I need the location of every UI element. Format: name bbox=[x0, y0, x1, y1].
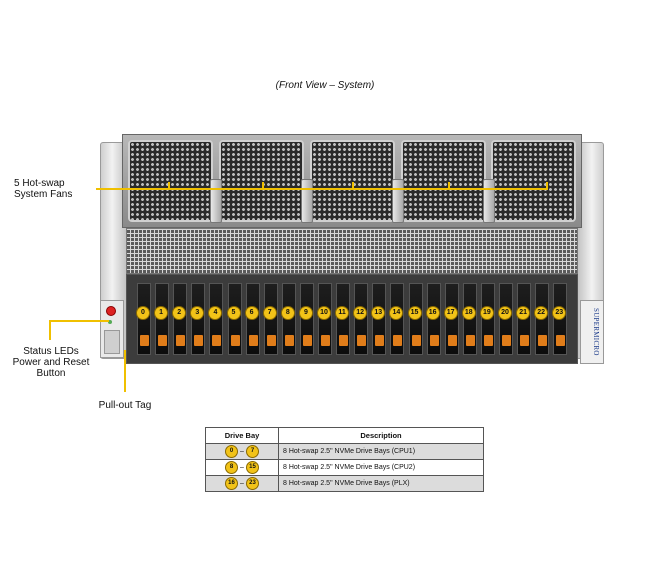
system-fan bbox=[491, 140, 576, 222]
drive-release-tab bbox=[212, 335, 222, 346]
drive-release-tab bbox=[158, 335, 168, 346]
table-header-row: Drive Bay Description bbox=[205, 427, 484, 444]
drive-release-tab bbox=[302, 335, 312, 346]
bay-badge: 23 bbox=[246, 477, 259, 490]
drive-bay-badge: 15 bbox=[407, 306, 422, 320]
drive-bay-badge: 12 bbox=[353, 306, 368, 320]
drive-bay-badge: 20 bbox=[498, 306, 512, 320]
header-description: Description bbox=[278, 427, 484, 444]
drive-release-tab bbox=[447, 335, 457, 346]
bay-description: 8 Hot-swap 2.5" NVMe Drive Bays (PLX) bbox=[278, 475, 484, 492]
drive-release-tab bbox=[393, 335, 403, 346]
bay-badge: 16 bbox=[225, 477, 238, 490]
drive-release-tab bbox=[230, 335, 240, 346]
bay-badge: 8 bbox=[225, 461, 238, 474]
drive-bay-badge: 19 bbox=[479, 306, 494, 320]
fans-callout-label: 5 Hot-swap System Fans bbox=[14, 178, 73, 200]
fan-release-handle bbox=[392, 179, 404, 223]
drive-bay-badge: 16 bbox=[425, 306, 440, 320]
pull-out-tag bbox=[104, 330, 120, 354]
power-button bbox=[106, 306, 116, 316]
figure-caption: (Front View – System) bbox=[275, 80, 375, 91]
drive-bay-badge: 6 bbox=[244, 306, 259, 320]
drive-release-tab bbox=[176, 335, 186, 346]
system-fan bbox=[128, 140, 213, 222]
bay-description: 8 Hot-swap 2.5" NVMe Drive Bays (CPU1) bbox=[278, 443, 484, 460]
drive-bay-badge: 7 bbox=[262, 306, 277, 320]
drive-bay-badge: 1 bbox=[154, 306, 169, 320]
fans-callout-tick bbox=[448, 182, 450, 190]
pulltag-callout-line bbox=[124, 350, 126, 392]
status-callout-label: Status LEDs Power and Reset Button bbox=[12, 346, 90, 379]
status-callout-line bbox=[49, 320, 109, 322]
fans-callout-line bbox=[96, 188, 548, 190]
drive-bay-badge: 8 bbox=[280, 306, 295, 320]
fans-callout-tick bbox=[262, 182, 264, 190]
drive-release-tab bbox=[339, 335, 349, 346]
fan-release-handle bbox=[301, 179, 313, 223]
fan-module-bay bbox=[122, 134, 582, 228]
drive-release-tab bbox=[556, 335, 566, 346]
brand-logo: SUPERMICRO bbox=[592, 308, 600, 356]
fans-callout-tick bbox=[168, 182, 170, 190]
drive-release-tab bbox=[248, 335, 258, 346]
drive-bay-badge: 14 bbox=[389, 306, 404, 320]
system-fan bbox=[310, 140, 395, 222]
table-row: 16–23 8 Hot-swap 2.5" NVMe Drive Bays (P… bbox=[205, 475, 484, 492]
drive-bay-badge: 5 bbox=[226, 306, 241, 320]
bay-badge: 7 bbox=[246, 445, 259, 458]
bay-range: 16–23 bbox=[205, 475, 279, 492]
status-callout-line-vertical bbox=[49, 320, 51, 340]
drive-bay-badge: 21 bbox=[516, 306, 531, 320]
pulltag-callout-label: Pull-out Tag bbox=[98, 400, 152, 411]
fan-release-handle bbox=[483, 179, 495, 223]
drive-release-tab bbox=[375, 335, 385, 346]
drive-bay-badge: 10 bbox=[317, 306, 331, 320]
drive-release-tab bbox=[483, 335, 493, 346]
system-fan bbox=[401, 140, 486, 222]
drive-bay-badge: 22 bbox=[534, 306, 549, 320]
drive-bay-badge: 9 bbox=[298, 306, 313, 320]
fans-callout-tick bbox=[352, 182, 354, 190]
drive-bay-badge: 23 bbox=[552, 306, 567, 320]
drive-bay-badge: 0 bbox=[136, 306, 150, 320]
drive-release-tab bbox=[538, 335, 548, 346]
drive-bay-table: Drive Bay Description 0–7 8 Hot-swap 2.5… bbox=[205, 427, 484, 492]
status-led bbox=[108, 320, 112, 324]
fan-release-handle bbox=[210, 179, 222, 223]
drive-release-tab bbox=[465, 335, 475, 346]
drive-bay-badge: 11 bbox=[335, 306, 350, 320]
drive-release-tab bbox=[411, 335, 421, 346]
drive-bay-badge: 13 bbox=[371, 306, 386, 320]
drive-release-tab bbox=[520, 335, 530, 346]
bay-badge: 15 bbox=[246, 461, 259, 474]
bay-range: 0–7 bbox=[205, 443, 279, 460]
bay-badge: 0 bbox=[225, 445, 238, 458]
drive-release-tab bbox=[357, 335, 367, 346]
system-fan bbox=[219, 140, 304, 222]
drive-release-tab bbox=[284, 335, 294, 346]
table-row: 8–15 8 Hot-swap 2.5" NVMe Drive Bays (CP… bbox=[205, 459, 484, 476]
front-vent-grille bbox=[126, 228, 578, 274]
drive-release-tab bbox=[194, 335, 204, 346]
right-ear bbox=[580, 300, 604, 364]
drive-bay-badge: 2 bbox=[172, 306, 187, 320]
drive-release-tab bbox=[429, 335, 439, 346]
drive-release-tab bbox=[266, 335, 276, 346]
table-row: 0–7 8 Hot-swap 2.5" NVMe Drive Bays (CPU… bbox=[205, 443, 484, 460]
fans-callout-tick bbox=[546, 182, 548, 190]
bay-range: 8–15 bbox=[205, 459, 279, 476]
drive-bay-badge: 18 bbox=[461, 306, 476, 320]
drive-release-tab bbox=[140, 335, 149, 346]
drive-bay-badge: 4 bbox=[208, 306, 223, 320]
drive-bay-badge: 3 bbox=[190, 306, 205, 320]
drive-release-tab bbox=[502, 335, 511, 346]
drive-bay-badge: 17 bbox=[443, 306, 458, 320]
drive-release-tab bbox=[321, 335, 330, 346]
bay-description: 8 Hot-swap 2.5" NVMe Drive Bays (CPU2) bbox=[278, 459, 484, 476]
header-drive-bay: Drive Bay bbox=[205, 427, 279, 444]
